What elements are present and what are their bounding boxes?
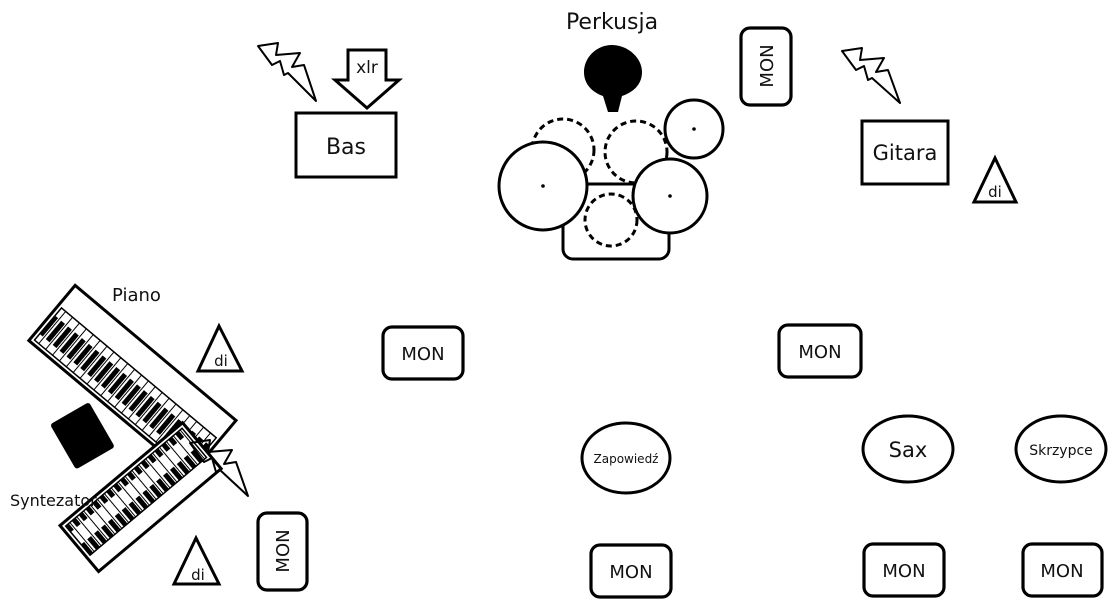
sax-position: Sax [861, 414, 955, 484]
monitor-label: MON [1040, 561, 1083, 582]
di-box: di [171, 534, 222, 586]
di-label: di [214, 352, 228, 370]
drum-throne-icon [584, 45, 642, 112]
monitor-label: MON [401, 344, 444, 365]
announcer-position: Zapowiedź [580, 421, 672, 495]
violin-label: Skrzypce [1029, 443, 1093, 459]
xlr-label: xlr [356, 58, 378, 78]
xlr-arrow: xlr [331, 48, 403, 110]
power-bolt-icon [841, 47, 901, 104]
di-box: di [971, 154, 1019, 204]
synthesizer [57, 420, 224, 574]
monitor-wedge: MON [589, 543, 673, 599]
power-bolt-icon [189, 439, 249, 497]
bass-label: Bas [326, 135, 366, 160]
guitar-amp: Gitara [860, 119, 950, 186]
power-bolt-icon [257, 42, 317, 102]
di-label: di [191, 566, 205, 584]
piano-label: Piano [112, 285, 161, 306]
amp-block [51, 403, 114, 469]
monitor-label: MON [273, 529, 294, 572]
synth-label: Syntezator [10, 491, 97, 510]
announcer-label: Zapowiedź [594, 452, 659, 466]
drums-title: Perkusja [566, 10, 658, 35]
monitor-wedge: MON [777, 323, 863, 379]
monitor-wedge: MON [256, 511, 309, 592]
monitor-wedge: MON [381, 325, 465, 381]
monitor-label: MON [798, 342, 841, 363]
di-box: di [195, 322, 245, 373]
monitor-label: MON [882, 561, 925, 582]
monitor-label: MON [757, 44, 778, 87]
bass-amp: Bas [294, 111, 398, 179]
guitar-label: Gitara [873, 141, 938, 165]
sax-label: Sax [889, 438, 928, 462]
monitor-wedge: MON [1021, 542, 1104, 598]
monitor-wedge: MON [739, 26, 793, 107]
drum-kit [497, 45, 725, 261]
violin-position: Skrzypce [1014, 414, 1108, 484]
monitor-wedge: MON [862, 542, 946, 598]
monitor-label: MON [609, 562, 652, 583]
di-label: di [988, 183, 1002, 201]
